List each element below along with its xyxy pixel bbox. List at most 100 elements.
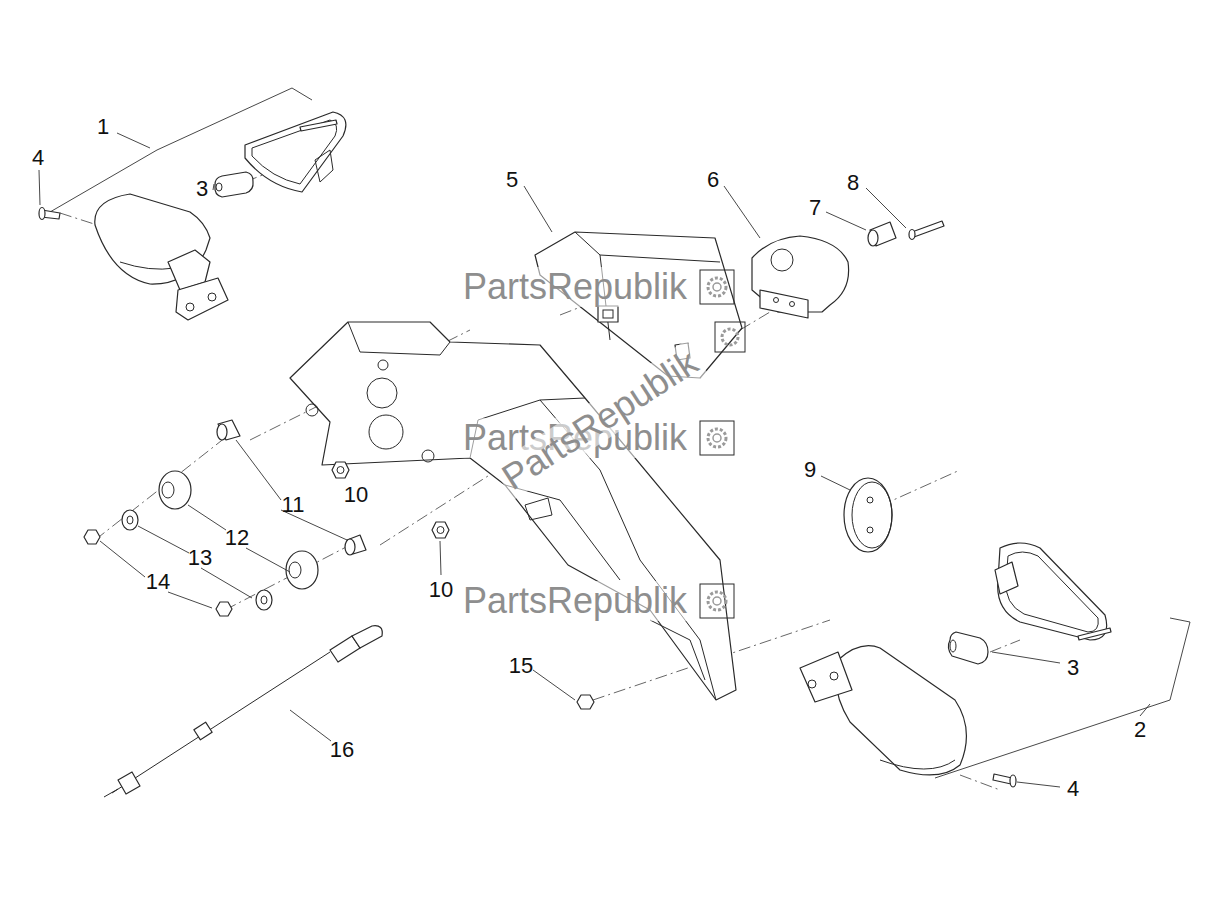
plate-bracket — [505, 485, 620, 580]
callout-number: 12 — [223, 526, 251, 550]
leader-line — [39, 170, 40, 205]
nut — [84, 530, 100, 544]
indicator-left — [176, 278, 228, 320]
watermark-icon — [700, 421, 734, 455]
washer — [127, 516, 133, 524]
indicator-left — [315, 150, 333, 182]
leader-line — [826, 212, 866, 230]
callout-number: 11 — [280, 493, 307, 517]
tail-light — [575, 232, 720, 262]
indicator-right — [998, 543, 1107, 640]
watermark-icon — [700, 584, 734, 618]
assembly-line — [990, 640, 1020, 652]
leader-line — [724, 186, 760, 238]
callout-number: 4 — [1065, 777, 1081, 801]
callout-number: 4 — [30, 146, 46, 170]
indicator-right — [1078, 628, 1111, 640]
callout-number: 8 — [845, 171, 861, 195]
screw — [912, 221, 944, 237]
indicator-right — [836, 646, 967, 775]
leader-line — [290, 710, 331, 741]
plate-bracket — [348, 322, 450, 355]
indicator-left — [186, 303, 194, 311]
light-bracket — [760, 290, 808, 318]
leader-line — [117, 133, 150, 148]
watermark-icon — [708, 429, 726, 447]
group-bracket — [50, 88, 1190, 778]
callout-number: 6 — [705, 168, 721, 192]
indicator-left — [215, 172, 253, 197]
nut — [437, 527, 444, 534]
indicator-right — [1006, 552, 1098, 632]
watermark-icon — [700, 584, 734, 618]
callout-number: 15 — [507, 654, 535, 678]
callout-number: 1 — [95, 115, 111, 139]
leader-line — [168, 592, 212, 608]
callout-number: 16 — [328, 738, 356, 762]
spacer — [868, 230, 878, 246]
indicator-right — [950, 640, 956, 652]
tail-light — [598, 306, 618, 322]
light-bracket — [771, 249, 793, 271]
wiring-harness — [104, 626, 382, 797]
washer — [122, 510, 138, 530]
indicator-right — [808, 680, 816, 688]
callout-number: 5 — [504, 168, 520, 192]
leader-line — [100, 541, 145, 577]
leader-line — [533, 670, 575, 700]
washer — [122, 510, 272, 610]
indicator-left — [300, 120, 337, 131]
wiring-harness — [352, 626, 382, 648]
watermark-icon — [713, 597, 721, 605]
plate-bracket — [650, 620, 705, 680]
indicator-right — [993, 774, 1012, 784]
spacer-sleeve — [345, 539, 355, 555]
watermark: PartsRepublik — [459, 581, 691, 621]
watermark-icon — [700, 270, 745, 618]
watermark-icon — [722, 329, 738, 345]
washer — [261, 596, 267, 604]
indicator-right — [948, 632, 988, 664]
indicator-left — [245, 112, 346, 192]
watermark: PartsRepublik — [459, 267, 691, 307]
plate-bracket — [525, 498, 552, 520]
watermark-icon — [708, 278, 726, 296]
nut — [216, 602, 232, 616]
callout-number: 3 — [1065, 656, 1081, 680]
callout-number: 7 — [807, 196, 823, 220]
plate-bracket — [378, 360, 388, 370]
rubber-grommet — [289, 562, 301, 578]
leader-line — [1017, 782, 1060, 787]
callout-number: 10 — [427, 578, 455, 602]
tail-light — [603, 310, 613, 318]
indicator-left — [39, 208, 45, 220]
watermark-icon — [715, 322, 745, 352]
callout-number: 14 — [144, 570, 172, 594]
leader-line — [524, 186, 552, 232]
indicator-right — [1010, 775, 1016, 787]
spacer-sleeve — [217, 424, 227, 440]
plate-bracket — [367, 378, 397, 408]
nut — [432, 522, 449, 538]
rubber-grommet — [159, 471, 318, 589]
callout-number: 2 — [1132, 718, 1148, 742]
watermark-icon — [713, 283, 721, 291]
plate-bracket — [422, 450, 434, 462]
assembly-line — [225, 545, 350, 610]
screw — [909, 230, 915, 240]
callout-number: 10 — [342, 483, 370, 507]
plate-bracket — [290, 322, 736, 700]
indicator-right — [830, 672, 838, 680]
leader-line — [201, 568, 252, 598]
wiring-harness — [112, 652, 330, 793]
wiring-harness — [194, 722, 212, 740]
spacer-sleeve — [218, 420, 240, 440]
leader-line — [992, 652, 1060, 663]
watermark-icon — [700, 270, 734, 304]
indicator-right — [880, 760, 955, 769]
watermark-icon — [715, 322, 745, 352]
plate-bracket — [306, 404, 318, 416]
assembly-line — [95, 430, 235, 540]
nut — [332, 462, 349, 478]
